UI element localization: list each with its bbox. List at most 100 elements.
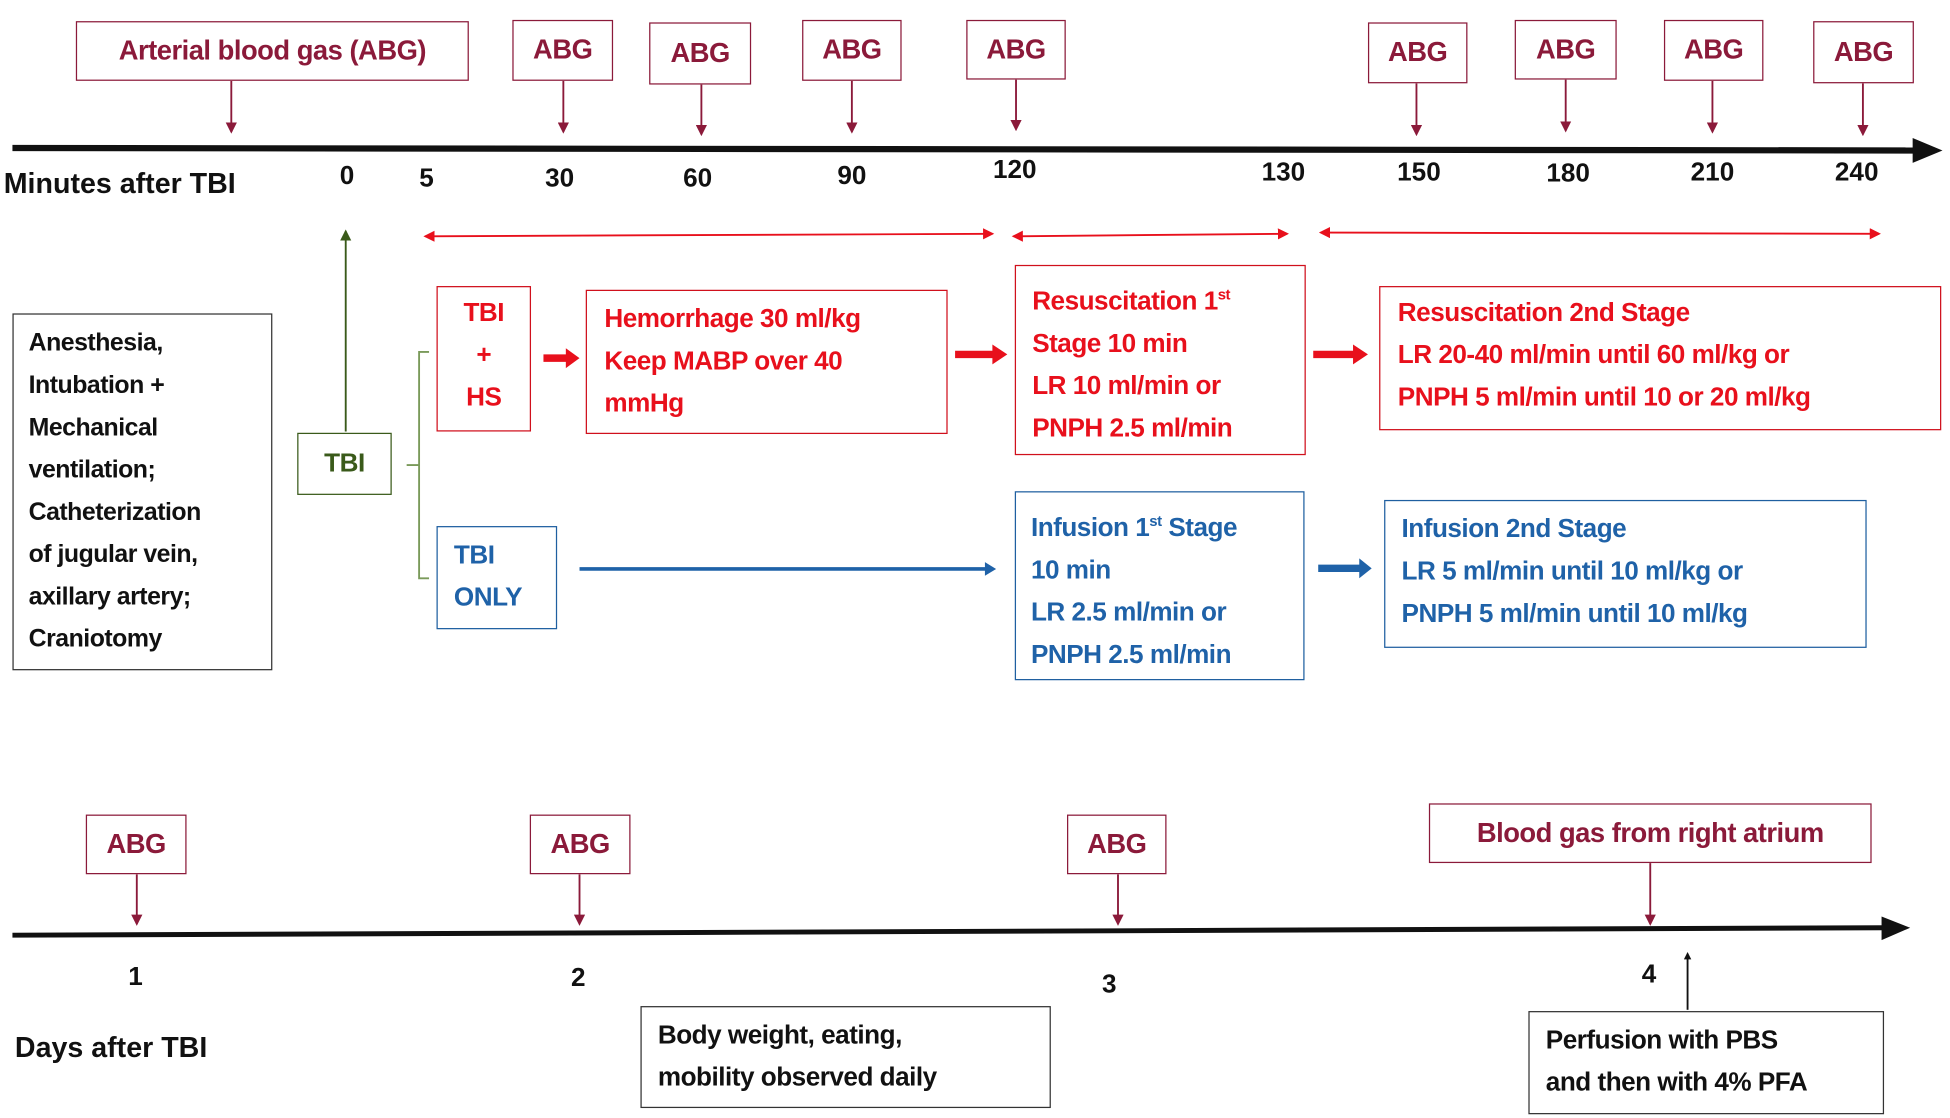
procedure-line: of jugular vein, (28, 540, 198, 569)
tbi-only-line: TBI (453, 540, 495, 570)
tick-label: 0 (339, 161, 355, 191)
hemorrhage-line: mmHg (604, 389, 684, 418)
inf2-line: PNPH 5 ml/min until 10 ml/kg (1401, 599, 1748, 629)
abg-pointer-arrows (131, 79, 1869, 926)
hemorrhage-line: Keep MABP over 40 (604, 346, 843, 376)
day-tick-label: 1 (128, 962, 143, 992)
hemorrhage-box: Hemorrhage 30 ml/kg Keep MABP over 40 mm… (585, 289, 948, 435)
perfusion-line: and then with 4% PFA (1545, 1068, 1808, 1097)
abg-legend-box: Arterial blood gas (ABG) (75, 21, 469, 81)
abg-text: ABG (1388, 36, 1448, 68)
tick-label: 210 (1690, 157, 1735, 187)
tbi-hs-line: + (476, 340, 492, 370)
top-timeline-axis (12, 138, 1943, 163)
procedure-line: Anesthesia, (28, 329, 164, 357)
days-axis-label: Days after TBI (14, 1030, 208, 1064)
abg-text: ABG (1087, 828, 1147, 860)
hemorrhage-line: Hemorrhage 30 ml/kg (604, 304, 861, 334)
tick-label: 240 (1834, 157, 1879, 187)
procedure-line: Catheterization (28, 498, 202, 527)
tick-label: 150 (1397, 157, 1441, 187)
abg-box: ABG (85, 814, 187, 875)
procedures-box: Anesthesia, Intubation + Mechanical vent… (12, 313, 273, 671)
abg-box: ABG (1067, 814, 1167, 875)
resuscitation-1st-stage-box: Resuscitation 1st Stage 10 min LR 10 ml/… (1014, 264, 1306, 456)
red-flow-arrow (1313, 344, 1368, 365)
resus1-text: Resuscitation 1 (1032, 287, 1218, 316)
tick-label: 60 (683, 164, 713, 193)
group-bracket (406, 351, 430, 580)
abg-box: ABG (1514, 19, 1617, 80)
abg-text: ABG (550, 828, 610, 860)
inf1-line: PNPH 2.5 ml/min (1030, 640, 1232, 670)
abg-text: ABG (106, 828, 167, 860)
resus1-line: LR 10 ml/min or (1032, 371, 1221, 401)
abg-box: ABG (1663, 19, 1764, 81)
abg-text: ABG (1833, 36, 1894, 68)
superscript: st (1217, 286, 1231, 304)
infusion-1st-stage-box: Infusion 1st Stage 10 min LR 2.5 ml/min … (1014, 491, 1305, 681)
day-tick-label: 2 (571, 963, 586, 993)
abg-text: ABG (986, 33, 1046, 65)
inf1-line: Infusion 1st Stage (1031, 500, 1288, 550)
tbi-text: TBI (324, 448, 365, 478)
right-atrium-text: Blood gas from right atrium (1476, 816, 1824, 849)
resus2-line: Resuscitation 2nd Stage (1397, 298, 1690, 328)
right-atrium-blood-gas-box: Blood gas from right atrium (1428, 803, 1872, 864)
blue-flow-arrow (1318, 558, 1372, 579)
tick-label: 30 (545, 164, 575, 193)
abg-text: ABG (670, 37, 730, 69)
inf1-text: Stage (1161, 513, 1237, 543)
abg-box: ABG (966, 19, 1066, 80)
tick-label: 130 (1261, 157, 1306, 187)
bottom-timeline-axis (12, 916, 1911, 941)
tbi-hs-line: HS (466, 383, 502, 412)
abg-box: ABG (1367, 22, 1468, 84)
abg-box: ABG (1813, 21, 1914, 84)
abg-text: ABG (533, 34, 593, 66)
superscript: st (1149, 512, 1162, 530)
tbi-hs-box: TBI + HS (436, 286, 532, 432)
tbi-only-line: ONLY (453, 583, 523, 612)
procedure-line: Mechanical (28, 414, 159, 442)
day-tick-label: 4 (1641, 960, 1657, 989)
red-flow-arrow (543, 348, 580, 369)
abg-box: ABG (529, 814, 631, 875)
inf2-line: LR 5 ml/min until 10 ml/kg or (1401, 557, 1744, 586)
procedure-line: Intubation + (28, 371, 165, 400)
observation-line: mobility observed daily (657, 1063, 937, 1092)
tbi-only-box: TBI ONLY (436, 526, 558, 630)
day-tick-label: 3 (1102, 970, 1117, 999)
abg-text: ABG (1536, 33, 1596, 65)
tick-label: 90 (837, 161, 867, 191)
daily-observation-box: Body weight, eating, mobility observed d… (640, 1006, 1051, 1109)
inf1-line: LR 2.5 ml/min or (1030, 598, 1227, 627)
blue-flow-arrow (579, 562, 997, 576)
tick-label: 120 (992, 155, 1037, 185)
procedure-line: axillary artery; (28, 583, 192, 611)
tbi-hs-line: TBI (463, 298, 505, 328)
observation-line: Body weight, eating, (657, 1020, 902, 1050)
abg-box: ABG (649, 22, 752, 85)
tick-label: 5 (419, 164, 434, 193)
resus2-line: LR 20-40 ml/min until 60 ml/kg or (1397, 340, 1790, 370)
tick-label: 180 (1546, 159, 1590, 188)
abg-text: ABG (822, 34, 882, 66)
abg-box: ABG (802, 19, 902, 81)
abg-box: ABG (512, 19, 614, 81)
inf1-line: 10 min (1030, 555, 1111, 585)
perfusion-line: Perfusion with PBS (1545, 1025, 1778, 1055)
procedure-line: Craniotomy (28, 625, 163, 653)
infusion-2nd-stage-box: Infusion 2nd Stage LR 5 ml/min until 10 … (1384, 499, 1867, 648)
red-flow-arrow (955, 344, 1008, 365)
resus1-line: Resuscitation 1st (1032, 274, 1288, 324)
tbi-box: TBI (297, 432, 392, 495)
phase-span-arrows (423, 226, 1881, 242)
perfusion-box: Perfusion with PBS and then with 4% PFA (1528, 1011, 1885, 1115)
resus1-line: Stage 10 min (1032, 329, 1188, 359)
resuscitation-2nd-stage-box: Resuscitation 2nd Stage LR 20-40 ml/min … (1379, 286, 1942, 431)
abg-legend-text: Arterial blood gas (ABG) (118, 34, 427, 66)
resus2-line: PNPH 5 ml/min until 10 or 20 ml/kg (1397, 383, 1811, 412)
